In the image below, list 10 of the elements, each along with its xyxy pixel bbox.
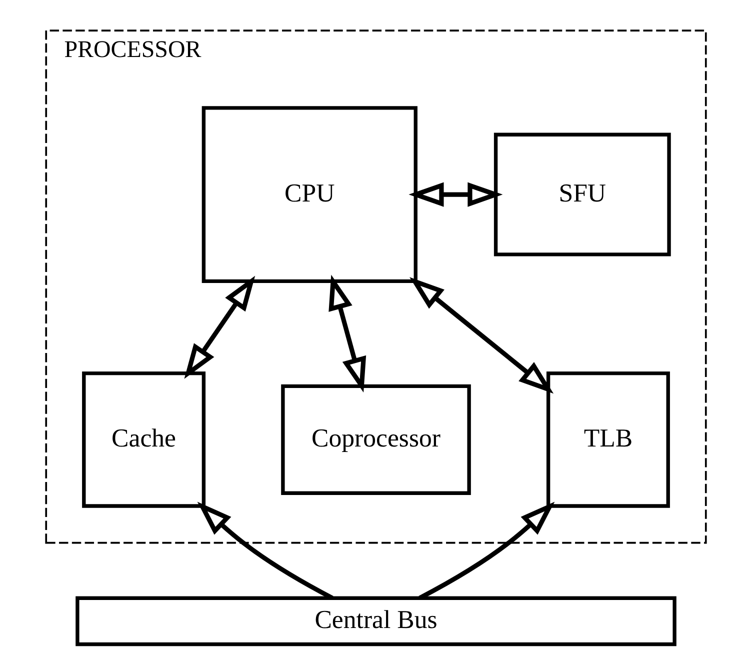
node-box: SFU <box>493 132 670 256</box>
node-box: TLB <box>546 371 670 508</box>
arrow <box>408 182 502 207</box>
arrow <box>184 276 255 379</box>
node-box: CPU <box>201 106 417 283</box>
arrow <box>328 274 366 392</box>
node-box: Coprocessor <box>280 384 470 495</box>
node-box: Cache <box>82 371 206 508</box>
arrow <box>409 277 554 394</box>
node-box: Central Bus <box>75 596 676 646</box>
